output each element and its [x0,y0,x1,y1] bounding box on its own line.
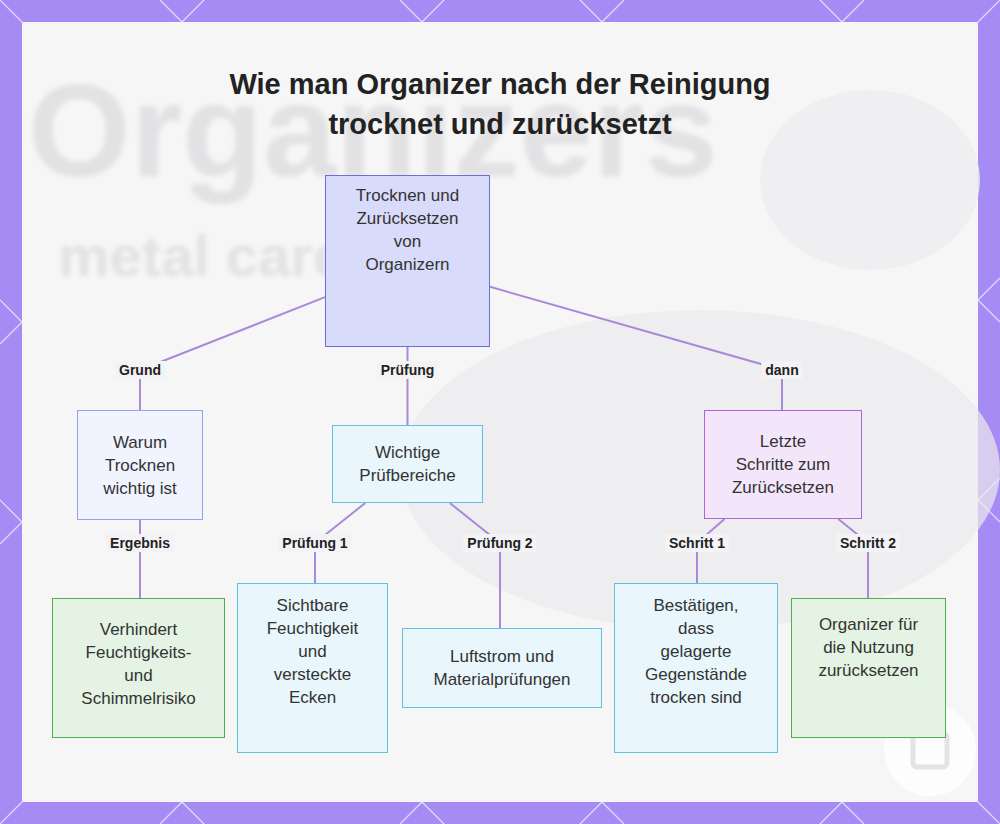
node-label: Luftstrom und Materialprüfungen [433,645,571,691]
node-label: Trocknen und Zurücksetzen von Organizern [352,184,463,276]
connector-line [140,297,325,410]
connector-line [139,520,141,598]
blurred-photo [760,90,980,270]
edge-label: Prüfung 2 [463,534,536,552]
node-label: Bestätigen, dass gelagerte Gegenstände t… [645,594,747,709]
edge-label: Prüfung [377,361,439,379]
logo-mark [913,733,947,767]
step-box: Bestätigen, dass gelagerte Gegenstände t… [614,583,778,753]
node-label: Wichtige Prüfbereiche [357,441,458,487]
edge-label: Schritt 1 [665,534,729,552]
edge-label: Ergebnis [106,534,174,552]
watermark-text: metal care [58,222,345,289]
node-label: Warum Trocknen wichtig ist [94,431,186,500]
step-box: Organizer für die Nutzung zurücksetzen [791,598,946,738]
connector-line [407,347,409,425]
connector-line [450,503,500,628]
check-box: Luftstrom und Materialprüfungen [402,628,602,708]
connector-line [490,287,782,410]
edge-label: Prüfung 1 [278,534,351,552]
node-label: Letzte Schritte zum Zurücksetzen [729,430,837,499]
check-box: Sichtbare Feuchtigkeit und versteckte Ec… [237,583,388,753]
blurred-photo [400,310,1000,630]
edge-label: Schritt 2 [836,534,900,552]
edge-label: Grund [115,361,165,379]
node-label: Sichtbare Feuchtigkeit und versteckte Ec… [262,594,363,709]
node-label: Organizer für die Nutzung zurücksetzen [810,613,927,682]
category-box: Letzte Schritte zum Zurücksetzen [704,410,862,519]
edge-label: dann [761,361,802,379]
category-box: Warum Trocknen wichtig ist [77,410,203,520]
connector-line [838,519,868,598]
category-box: Wichtige Prüfbereiche [332,425,483,503]
root-box: Trocknen und Zurücksetzen von Organizern [325,175,490,347]
diagram-title: Wie man Organizer nach der Reinigung tro… [170,64,830,144]
node-label: Verhindert Feuchtigkeits- und Schimmelri… [75,618,202,710]
result-box: Verhindert Feuchtigkeits- und Schimmelri… [52,598,225,738]
